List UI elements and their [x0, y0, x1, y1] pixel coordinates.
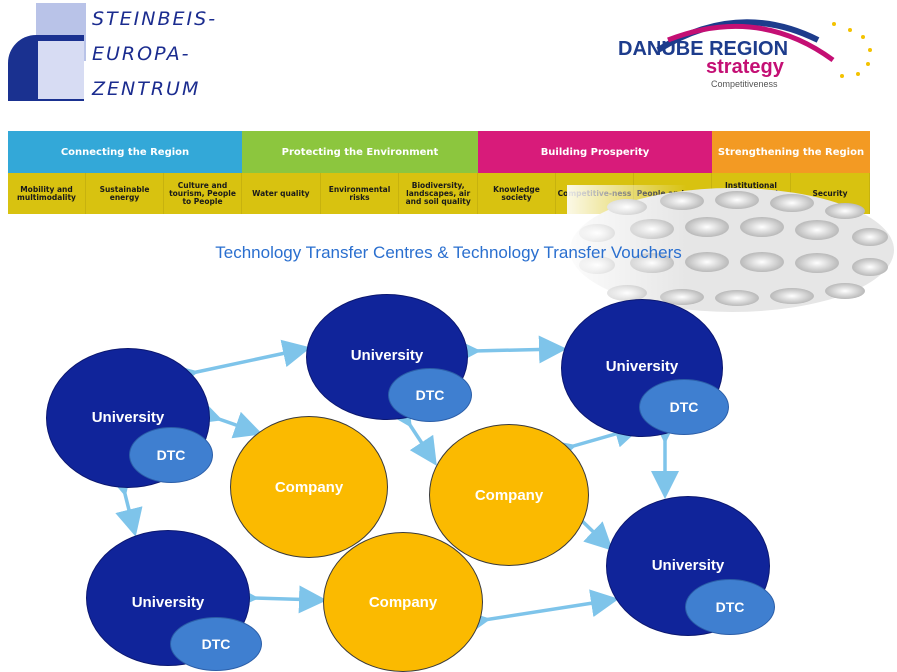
pillar-cells: Water quality Environmental risks Biodiv… — [242, 173, 479, 214]
arrow — [230, 583, 327, 614]
arrow — [105, 466, 143, 537]
dtc-node-bottom-left: DTC — [170, 617, 262, 671]
company-node-center: Company — [429, 424, 589, 566]
pillar-cell: Culture and tourism, People to People — [164, 173, 242, 214]
pillar-connecting: Connecting the Region Mobility and multi… — [8, 131, 242, 214]
company-node-left: Company — [230, 416, 388, 558]
pillar-cell: Mobility and multimodality — [8, 173, 86, 214]
company-node-bottom: Company — [323, 532, 483, 672]
logo-line-1: STEINBEIS- — [92, 8, 218, 30]
arrow — [554, 493, 614, 551]
diagram-subtitle: Technology Transfer Centres & Technology… — [215, 243, 682, 262]
pillar-title: Connecting the Region — [8, 131, 242, 173]
pillar-title: Protecting the Environment — [242, 131, 478, 173]
arrow — [191, 397, 263, 439]
pillar-cell: Water quality — [242, 173, 321, 214]
dtc-node-left: DTC — [129, 427, 213, 483]
danube-title: DANUBE REGION — [618, 38, 789, 60]
pillar-cell: Sustainable energy — [86, 173, 164, 214]
university-label: University — [91, 409, 165, 426]
logo-square-inner — [38, 41, 84, 99]
university-label: University — [651, 557, 725, 574]
pillar-cells: Mobility and multimodality Sustainable e… — [8, 173, 242, 214]
pillar-title: Building Prosperity — [478, 131, 712, 173]
dtc-node-bottom-right: DTC — [685, 579, 775, 635]
danube-logo: DANUBE REGION strategy Competitiveness — [618, 10, 883, 95]
steinbeis-logo: STEINBEIS- EUROPA- ZENTRUM — [8, 3, 228, 103]
logo-line-3: ZENTRUM — [92, 78, 201, 100]
danube-arc-graphic — [656, 19, 872, 78]
university-label: University — [605, 358, 679, 375]
pillar-title: Strengthening the Region — [712, 131, 870, 173]
pillar-cell: Environmental risks — [320, 173, 400, 214]
pillar-cell: Knowledge society — [478, 173, 556, 214]
pillar-protecting: Protecting the Environment Water quality… — [242, 131, 479, 214]
university-label: University — [131, 594, 205, 611]
arrow — [452, 335, 567, 366]
arrow — [461, 589, 619, 638]
university-label: University — [350, 347, 424, 364]
arrow — [384, 396, 437, 466]
danube-tagline: Competitiveness — [711, 79, 778, 89]
arrow — [168, 339, 311, 392]
danube-strategy: strategy — [706, 56, 784, 78]
logo-line-2: EUROPA- — [92, 43, 191, 65]
dtc-node-top-right: DTC — [639, 379, 729, 435]
dtc-node-top: DTC — [388, 368, 472, 422]
decorative-sphere — [567, 185, 894, 315]
pillar-cell: Biodiversity, landscapes, air and soil q… — [399, 173, 479, 214]
